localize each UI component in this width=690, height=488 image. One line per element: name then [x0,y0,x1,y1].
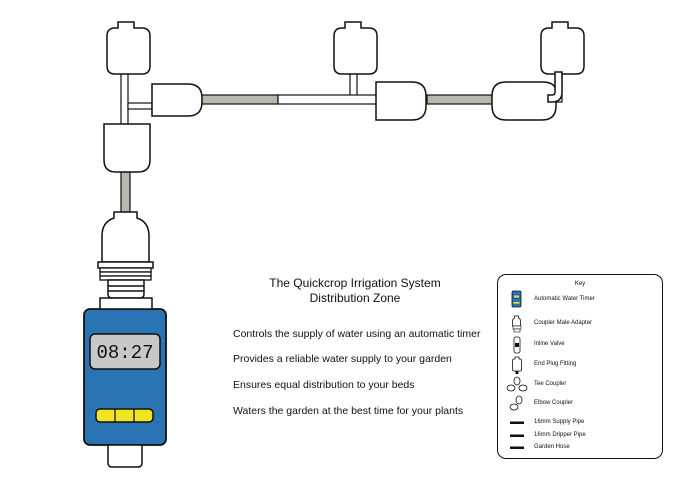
end-plug-icon [512,356,522,374]
key-item-coupler-male-adapter: Coupler Male Adapter [498,314,662,334]
supply-pipe-right [426,94,495,105]
diagram-title-line1: The Quickcrop Irrigation System [269,276,441,290]
tee-coupler-left [151,83,203,117]
key-label: Garden Hose [534,444,570,450]
garden-hose-icon [510,446,524,449]
inline-valve-icon [513,336,521,354]
feature-1: Controls the supply of water using an au… [233,328,481,340]
key-item-water-timer: Automatic Water Timer [498,290,662,310]
water-timer-icon [511,290,522,308]
coupler-male-adapter-icon [512,315,522,333]
couplers [103,71,563,173]
inline-valve-upper [103,123,151,173]
water-timer: 08:27 [83,297,167,468]
timer-buttons [95,408,154,423]
timer-top-band [99,297,153,310]
diagram-title-line2: Distribution Zone [309,291,401,305]
key-legend: Key Automatic Water Timer Coupler Male A… [497,274,663,459]
key-item-dripper-pipe: 16mm Dripper Pipe [498,426,662,446]
key-label: Tee Coupler [534,381,567,387]
stub-left-1 [120,71,129,125]
adapter-neck [107,279,145,299]
tee-coupler-mid [375,81,427,121]
end-plug-left [106,21,151,75]
key-item-supply-pipe: 16mm Supply Pipe [498,413,662,433]
end-plug-fittings [106,21,585,75]
timer-body [83,308,167,446]
elbow-bend-right [547,71,563,103]
elbow-coupler-icon [509,395,523,411]
key-label: Elbow Coupler [534,400,574,406]
supply-pipe-left [199,94,279,105]
key-label: 16mm Supply Pipe [534,419,585,425]
key-label: 16mm Dripper Pipe [534,432,586,438]
tee-coupler-icon [506,376,528,392]
feature-2: Provides a reliable water supply to your… [233,353,452,365]
key-item-elbow-coupler: Elbow Coupler [498,394,662,414]
stub-left-2 [127,102,153,110]
timer-outlet [107,444,143,468]
dripper-pipe-icon [510,434,524,437]
adapter-body [101,211,150,263]
key-title: Key [574,281,586,287]
end-plug-mid [333,21,378,75]
supply-pipe-vertical [120,171,131,213]
timer-display: 08:27 [96,342,153,364]
key-item-garden-hose: Garden Hose [498,438,662,458]
key-item-inline-valve: Inline Valve [498,335,662,355]
key-item-end-plug: End Plug Fitting [498,355,662,375]
key-item-tee-coupler: Tee Coupler [498,375,662,395]
elbow-coupler-right [491,81,557,121]
key-label: Inline Valve [534,341,565,347]
key-label: End Plug Fitting [534,361,577,367]
adapter-collar [97,261,154,269]
key-label: Coupler Male Adapter [534,320,593,326]
timer-screen [89,333,161,370]
supply-pipe-icon [510,421,524,424]
coupler-male-adapter [97,211,154,299]
feature-4: Waters the garden at the best time for y… [233,405,464,417]
feature-3: Ensures equal distribution to your beds [233,379,415,391]
key-label: Automatic Water Timer [534,296,595,302]
end-plug-right [540,21,585,75]
adapter-threads [99,267,152,281]
stub-mid-2 [277,94,379,105]
